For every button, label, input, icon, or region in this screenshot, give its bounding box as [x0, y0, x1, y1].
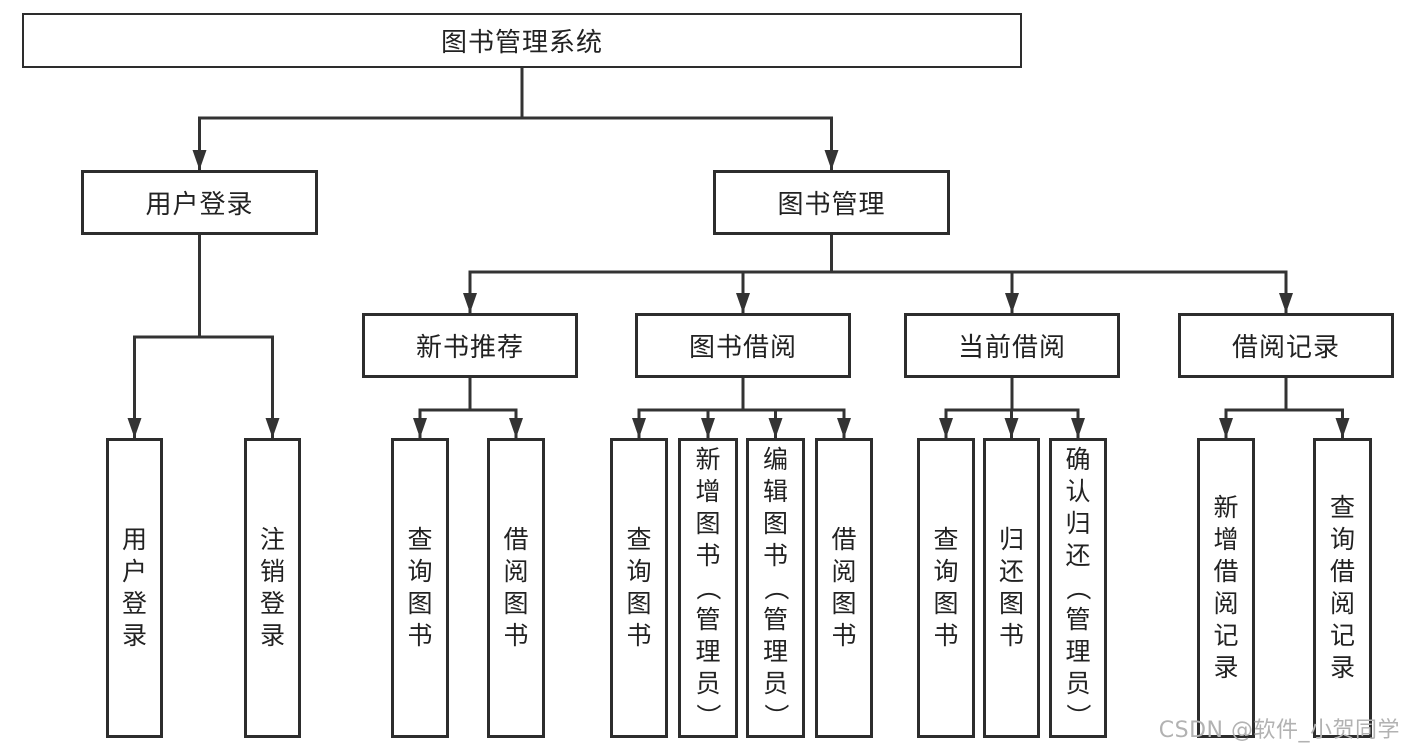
csdn-watermark: CSDN @软件_小贺同学: [1158, 718, 1400, 743]
node-library-management-system: 图书管理系统: [22, 13, 1022, 68]
leaf-user-login: 用户登录: [106, 438, 163, 738]
leaf-borrow-books-recommend: 借阅图书: [487, 438, 545, 738]
node-book-borrow: 图书借阅: [635, 313, 851, 378]
leaf-query-borrow-record: 查询借阅记录: [1313, 438, 1372, 738]
leaf-add-books-admin: 新增图书（管理员）: [678, 438, 738, 738]
node-user-login: 用户登录: [81, 170, 318, 235]
leaf-confirm-return-admin: 确认归还（管理员）: [1049, 438, 1107, 738]
leaf-query-books-recommend: 查询图书: [391, 438, 449, 738]
node-book-management: 图书管理: [713, 170, 950, 235]
leaf-add-borrow-record: 新增借阅记录: [1197, 438, 1255, 738]
node-new-book-recommend: 新书推荐: [362, 313, 578, 378]
leaf-borrow-books: 借阅图书: [815, 438, 873, 738]
leaf-return-books: 归还图书: [983, 438, 1040, 738]
node-current-borrow: 当前借阅: [904, 313, 1120, 378]
leaf-logout: 注销登录: [244, 438, 301, 738]
leaf-query-books-current: 查询图书: [917, 438, 975, 738]
node-borrow-records: 借阅记录: [1178, 313, 1394, 378]
leaf-edit-books-admin: 编辑图书（管理员）: [746, 438, 805, 738]
leaf-query-books-borrow: 查询图书: [610, 438, 668, 738]
